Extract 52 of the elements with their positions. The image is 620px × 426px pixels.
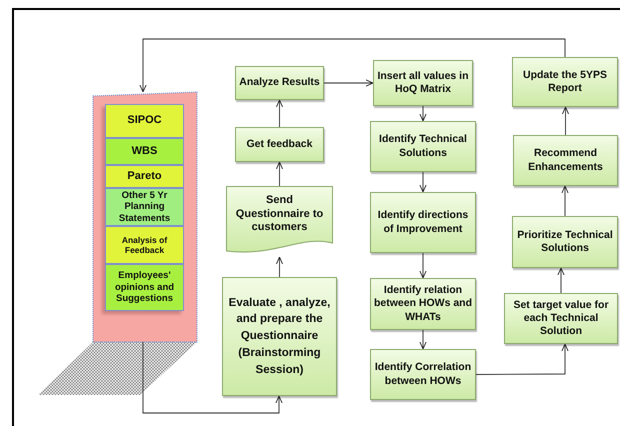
arrow [142, 342, 282, 414]
step-label: WBS [132, 144, 158, 158]
process-box [235, 127, 324, 162]
step-label: Update the 5YPS Report [522, 68, 608, 96]
arrow [276, 100, 283, 128]
step-label: Other 5 Yr Planning Statements [118, 190, 172, 224]
step-label: Prioritize Technical Solutions [516, 228, 614, 256]
arrow [420, 106, 426, 122]
panel-background [93, 92, 197, 342]
step-label: Insert all values in HoQ Matrix [376, 70, 470, 96]
step-label: Set target value for each Technical Solution [512, 298, 610, 338]
process-box [370, 192, 476, 253]
step-label: Analysis of Feedback [120, 234, 168, 256]
step-label: Evaluate , analyze, and prepare the Questionnaire (Brainstorming Session) [228, 296, 332, 378]
step-label: Get feedback [246, 138, 312, 152]
arrow [562, 186, 568, 216]
step-label: Analyze Results [239, 76, 320, 90]
arrow [420, 252, 426, 278]
process-box [222, 277, 337, 396]
step-label: Identify Correlation between HOWs [374, 361, 472, 388]
process-box [512, 57, 618, 107]
step-label: Identify directions of Improvement [376, 209, 470, 236]
arrow [562, 106, 569, 136]
process-box [513, 135, 618, 186]
step-label: Send Questionnaire to customers [234, 194, 324, 236]
tool-box [105, 264, 184, 311]
process-box [235, 66, 324, 100]
step-label: Identify relation between HOWs and WHATs [373, 284, 473, 324]
process-box [370, 121, 476, 172]
arrow [558, 268, 564, 294]
step-label: Employees' opinions and Suggestions [114, 270, 176, 305]
step-label: Identify Technical Solutions [378, 133, 468, 160]
step-label: Recommend Enhancements [527, 147, 604, 174]
arrow [324, 80, 374, 86]
arrow [420, 330, 426, 350]
tool-box [105, 138, 184, 165]
tool-box [105, 104, 184, 138]
arrow [140, 38, 566, 92]
arrow [420, 172, 426, 192]
arrow [276, 162, 283, 186]
process-box [512, 216, 618, 268]
process-box [373, 60, 473, 106]
arrow [476, 344, 568, 375]
step-label: Pareto [127, 170, 162, 184]
process-box [370, 278, 476, 330]
arrow [276, 256, 283, 278]
process-box [370, 349, 476, 400]
tool-box [105, 165, 184, 188]
tool-box [105, 226, 184, 264]
process-box [504, 293, 618, 344]
tool-box [105, 188, 184, 226]
step-label: SIPOC [127, 114, 162, 128]
